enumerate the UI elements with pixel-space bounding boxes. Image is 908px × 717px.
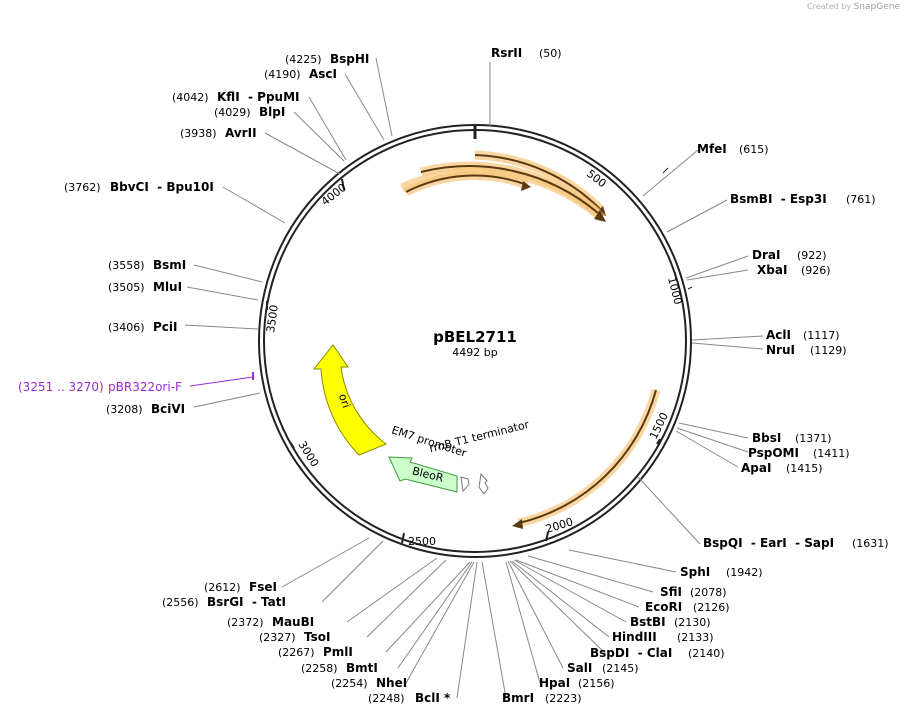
plasmid-length: 4492 bp <box>452 346 497 359</box>
enzyme-sali-pos: (2145) <box>602 662 639 675</box>
enzyme-rsrii-pos: (50) <box>539 47 562 60</box>
enzyme-bsphi: BspHI <box>330 52 369 66</box>
enzyme-maubi: MauBI <box>272 615 314 629</box>
feature-ori[interactable]: ori <box>312 344 388 456</box>
enzyme-apai: ApaI <box>741 461 771 475</box>
enzyme-bspqi-pos: (1631) <box>852 537 889 550</box>
enzyme-bbvci-pos: (3762) <box>64 181 101 194</box>
enzyme-nhei: NheI <box>376 676 407 690</box>
enzyme-pmli-pos: (2267) <box>278 646 315 659</box>
primer-range: (3251 .. 3270) <box>18 380 104 394</box>
enzyme-bcli: BclI * <box>415 691 451 705</box>
enzyme-bcli-pos: (2248) <box>368 692 405 705</box>
enzyme-sphi-pos: (1942) <box>726 566 763 579</box>
enzyme-nhei-pos: (2254) <box>331 677 368 690</box>
feature-bleor[interactable]: BleoR <box>388 456 458 493</box>
enzyme-bsmbi-pos: (761) <box>846 193 876 206</box>
enzyme-hpai: HpaI <box>539 676 570 690</box>
enzyme-hpai-pos: (2156) <box>578 677 615 690</box>
enzyme-leaders <box>184 57 764 699</box>
enzyme-drai: DraI <box>752 248 780 262</box>
enzyme-hindiii: HindIII <box>612 630 657 644</box>
primer-name: pBR322ori-F <box>108 380 182 394</box>
enzyme-bmri: BmrI <box>502 691 534 705</box>
enzyme-asci-pos: (4190) <box>264 68 301 81</box>
tick-label-500: 500 <box>584 167 609 190</box>
enzyme-bbsi: BbsI <box>752 431 781 445</box>
enzyme-mlui-pos: (3505) <box>108 281 145 294</box>
enzyme-mlui: MluI <box>153 280 182 294</box>
credit-prefix: Created by <box>807 2 852 11</box>
snapgene-credit: Created by SnapGene <box>807 2 900 12</box>
primer-pbr322ori-f[interactable]: (3251 .. 3270) pBR322ori-F <box>18 372 254 394</box>
enzyme-bmri-pos: (2223) <box>545 692 582 705</box>
orf-arcs <box>400 150 661 529</box>
plasmid-name: pBEL2711 <box>433 328 517 346</box>
enzyme-bcivi: BciVI <box>151 402 185 416</box>
enzyme-pmli: PmlI <box>323 645 353 659</box>
feature-rrnb-label: rrnB T1 terminator <box>428 418 531 455</box>
enzyme-bstbi-pos: (2130) <box>674 616 711 629</box>
enzyme-maubi-pos: (2372) <box>227 616 264 629</box>
enzyme-acli-pos: (1117) <box>803 329 840 342</box>
enzyme-bspqi: BspQI - EarI - SapI <box>703 536 834 550</box>
enzyme-nrui: NruI <box>766 343 795 357</box>
enzyme-bspdi: BspDI - ClaI <box>590 646 672 660</box>
credit-brand: SnapGene <box>853 2 900 12</box>
enzyme-drai-pos: (922) <box>797 249 827 262</box>
feature-ori-label: ori <box>336 392 353 410</box>
enzyme-xbai-pos: (926) <box>801 264 831 277</box>
enzyme-bsphi-pos: (4225) <box>285 53 322 66</box>
enzyme-tsoi-pos: (2327) <box>259 631 296 644</box>
enzyme-sphi: SphI <box>680 565 710 579</box>
enzyme-rsrii: RsrII <box>491 46 522 60</box>
tick-marks <box>266 125 693 544</box>
enzyme-bmti: BmtI <box>346 661 378 675</box>
enzyme-kfli: KflI - PpuMI <box>217 90 300 104</box>
enzyme-pcii-pos: (3406) <box>108 321 145 334</box>
tick-label-3000: 3000 <box>295 439 321 470</box>
enzyme-bcivi-pos: (3208) <box>106 403 143 416</box>
tick-label-2500: 2500 <box>408 535 436 548</box>
enzyme-ecori-pos: (2126) <box>693 601 730 614</box>
enzyme-bbsi-pos: (1371) <box>795 432 832 445</box>
enzyme-bstbi: BstBI <box>630 615 666 629</box>
enzyme-bmti-pos: (2258) <box>301 662 338 675</box>
enzyme-mfei: MfeI <box>697 142 727 156</box>
enzyme-nrui-pos: (1129) <box>810 344 847 357</box>
enzyme-sfii: SfiI <box>660 585 682 599</box>
enzyme-blpi-pos: (4029) <box>214 106 251 119</box>
enzyme-sali: SalI <box>567 661 592 675</box>
enzyme-pspomi-pos: (1411) <box>813 447 850 460</box>
enzyme-tsoi: TsoI <box>304 630 330 644</box>
enzyme-bsmi-pos: (3558) <box>108 259 145 272</box>
enzyme-blpi: BlpI <box>259 105 285 119</box>
enzyme-apai-pos: (1415) <box>786 462 823 475</box>
enzyme-bsrgi-pos: (2556) <box>162 596 199 609</box>
enzyme-fsei: FseI <box>249 580 277 594</box>
enzyme-ecori: EcoRI <box>645 600 682 614</box>
enzyme-sfii-pos: (2078) <box>690 586 727 599</box>
enzyme-bspdi-pos: (2140) <box>688 647 725 660</box>
enzyme-xbai: XbaI <box>757 263 787 277</box>
enzyme-pspomi: PspOMI <box>748 446 799 460</box>
enzyme-kfli-pos: (4042) <box>172 91 209 104</box>
enzyme-pcii: PciI <box>153 320 178 334</box>
tick-label-2000: 2000 <box>544 515 575 536</box>
enzyme-bbvci: BbvCI - Bpu10I <box>110 180 214 194</box>
enzyme-bsmbi: BsmBI - Esp3I <box>730 192 827 206</box>
enzyme-asci: AscI <box>309 67 337 81</box>
enzyme-mfei-pos: (615) <box>739 143 769 156</box>
enzyme-hindiii-pos: (2133) <box>677 631 714 644</box>
enzyme-avrii-pos: (3938) <box>180 127 217 140</box>
enzyme-acli: AclI <box>766 328 791 342</box>
enzyme-bsmi: BsmI <box>153 258 186 272</box>
enzyme-avrii: AvrII <box>225 126 257 140</box>
tick-label-3500: 3500 <box>264 304 281 334</box>
enzyme-fsei-pos: (2612) <box>204 581 241 594</box>
enzyme-bsrgi: BsrGI - TatI <box>207 595 286 609</box>
